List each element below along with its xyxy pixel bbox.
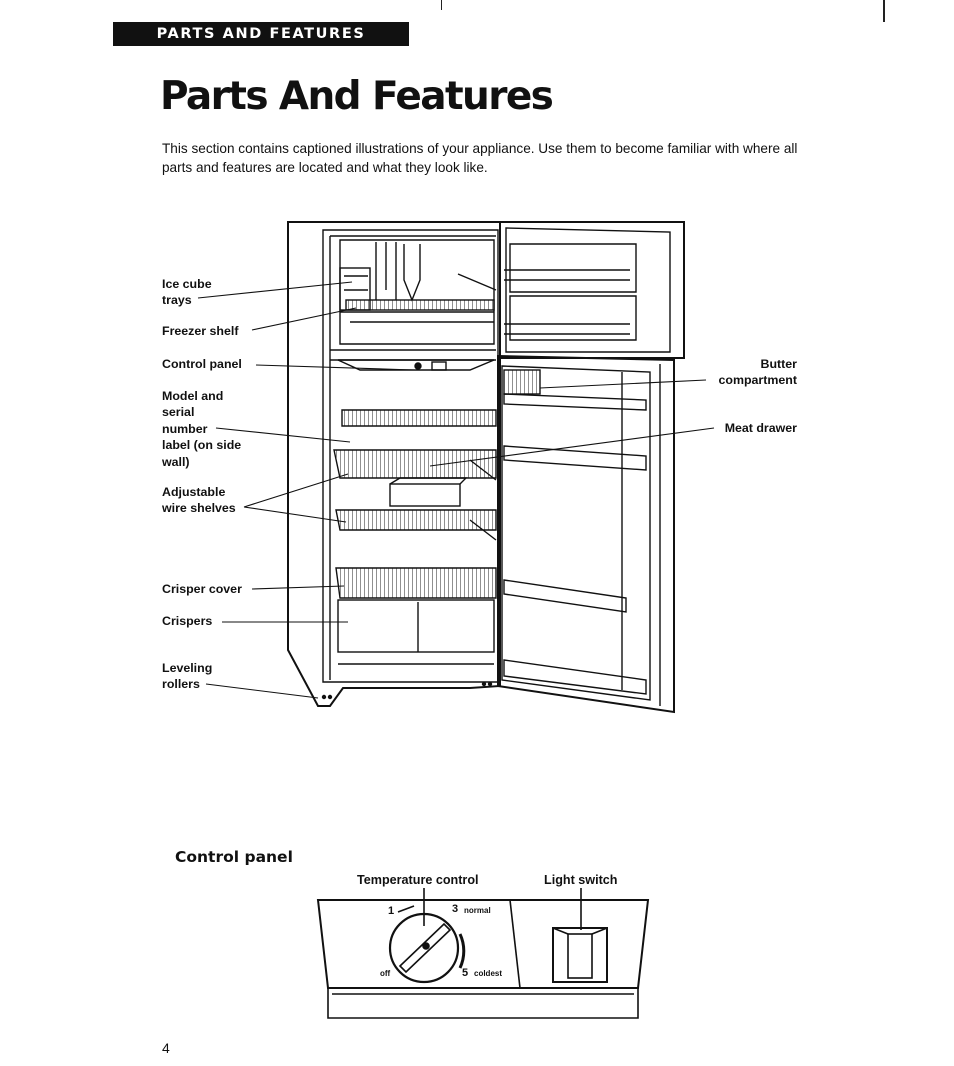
leader-lines — [197, 281, 715, 699]
intro-paragraph: This section contains captioned illustra… — [162, 141, 798, 175]
fresh-food-door — [497, 354, 675, 714]
label-meat-drawer: Meat drawer — [724, 421, 797, 435]
control-panel-heading: Control panel — [175, 848, 293, 866]
temperature-dial[interactable] — [388, 905, 466, 984]
label-freezer-shelf: Freezer shelf — [162, 324, 239, 338]
dial-label-5: 5 — [462, 967, 468, 979]
dial-label-off: off — [380, 969, 391, 978]
label-leveling-rollers: Leveling rollers — [162, 661, 213, 692]
scan-mark — [441, 0, 442, 10]
label-control-panel: Control panel — [162, 357, 242, 371]
freezer-door — [499, 221, 685, 359]
label-butter-compartment: Butter compartment — [718, 357, 798, 388]
scan-mark — [883, 0, 885, 22]
dial-label-coldest: coldest — [474, 969, 502, 978]
dial-label-1: 1 — [388, 905, 394, 917]
label-crisper-cover: Crisper cover — [162, 582, 242, 596]
dial-label-3: 3 — [452, 903, 458, 915]
label-crispers: Crispers — [162, 614, 213, 628]
meat-drawer — [389, 483, 461, 507]
label-adjustable-shelves: Adjustable wire shelves — [162, 485, 236, 516]
crispers-drawers — [337, 599, 495, 653]
butter-compartment — [503, 369, 541, 395]
dial-label-normal: normal — [464, 906, 491, 915]
control-panel-strip — [337, 359, 495, 371]
page-title: Parts And Features — [160, 74, 554, 119]
leveling-rollers — [321, 681, 493, 700]
label-temperature-control: Temperature control — [357, 873, 479, 887]
fresh-food-shelves — [333, 409, 497, 665]
label-ice-cube-trays: Ice cube trays — [162, 277, 212, 308]
freezer-shelf — [345, 299, 495, 311]
light-switch[interactable] — [552, 927, 608, 983]
page-number: 4 — [162, 1040, 170, 1056]
section-banner: PARTS AND FEATURES — [113, 22, 409, 46]
label-light-switch: Light switch — [544, 873, 618, 887]
freezer-compartment — [339, 239, 497, 345]
label-model-serial: Model and serial number label (on side w… — [162, 389, 242, 469]
